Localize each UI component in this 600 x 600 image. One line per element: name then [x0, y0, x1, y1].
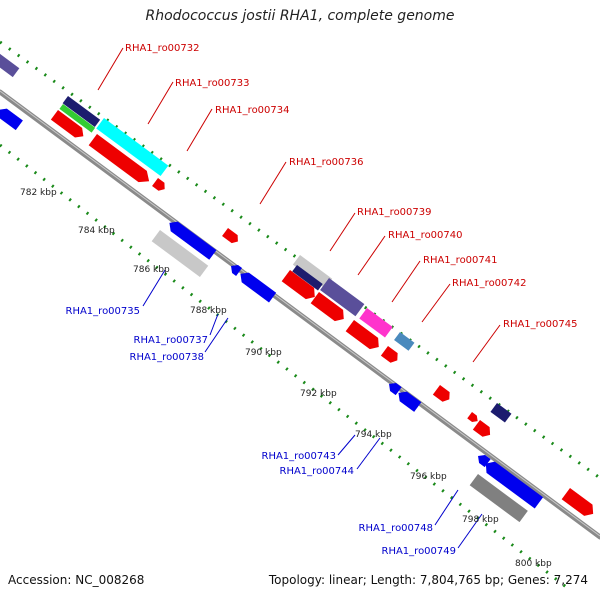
- gene-label[interactable]: RHA1_ro00736: [289, 157, 364, 168]
- tick-label: 790 kbp: [245, 348, 282, 358]
- gene-label[interactable]: RHA1_ro00740: [388, 230, 463, 241]
- tick-label: 786 kbp: [133, 265, 170, 275]
- tick-label: 782 kbp: [20, 188, 57, 198]
- tick-label: 788 kbp: [190, 306, 227, 316]
- map-title: Rhodococcus jostii RHA1, complete genome: [145, 8, 455, 24]
- tick-label: 798 kbp: [462, 515, 499, 525]
- reverse-gene-labels: RHA1_ro00735 RHA1_ro00737 RHA1_ro00738 R…: [66, 306, 457, 557]
- accession-text: Accession: NC_008268: [8, 573, 145, 587]
- gene-label[interactable]: RHA1_ro00732: [125, 43, 200, 54]
- gene-label[interactable]: RHA1_ro00739: [357, 207, 432, 218]
- tick-label: 784 kbp: [78, 226, 115, 236]
- leader-lines: [97, 47, 501, 549]
- tick-labels: 782 kbp 784 kbp 786 kbp 788 kbp 790 kbp …: [20, 188, 552, 569]
- gene-label[interactable]: RHA1_ro00742: [452, 278, 527, 289]
- tick-label: 794 kbp: [355, 430, 392, 440]
- gene-label[interactable]: RHA1_ro00738: [130, 352, 205, 363]
- genome-summary-text: Topology: linear; Length: 7,804,765 bp; …: [268, 573, 588, 587]
- forward-features: [0, 48, 594, 516]
- gene-label[interactable]: RHA1_ro00749: [382, 546, 457, 557]
- gene-label[interactable]: RHA1_ro00741: [423, 255, 498, 266]
- gene-label[interactable]: RHA1_ro00737: [134, 335, 209, 346]
- gene-label[interactable]: RHA1_ro00733: [175, 78, 250, 89]
- gene-label[interactable]: RHA1_ro00748: [359, 523, 434, 534]
- gene-label[interactable]: RHA1_ro00745: [503, 319, 578, 330]
- gene-label[interactable]: RHA1_ro00734: [215, 105, 290, 116]
- reverse-features: [0, 108, 544, 523]
- gene-label[interactable]: RHA1_ro00744: [280, 466, 355, 477]
- forward-gene-labels: RHA1_ro00732 RHA1_ro00733 RHA1_ro00734 R…: [125, 43, 578, 330]
- tick-label: 792 kbp: [300, 389, 337, 399]
- genome-backbone: [0, 89, 600, 540]
- tick-label: 796 kbp: [410, 472, 447, 482]
- gene-label[interactable]: RHA1_ro00743: [262, 451, 337, 462]
- tick-label: 800 kbp: [515, 559, 552, 569]
- gene-label[interactable]: RHA1_ro00735: [66, 306, 141, 317]
